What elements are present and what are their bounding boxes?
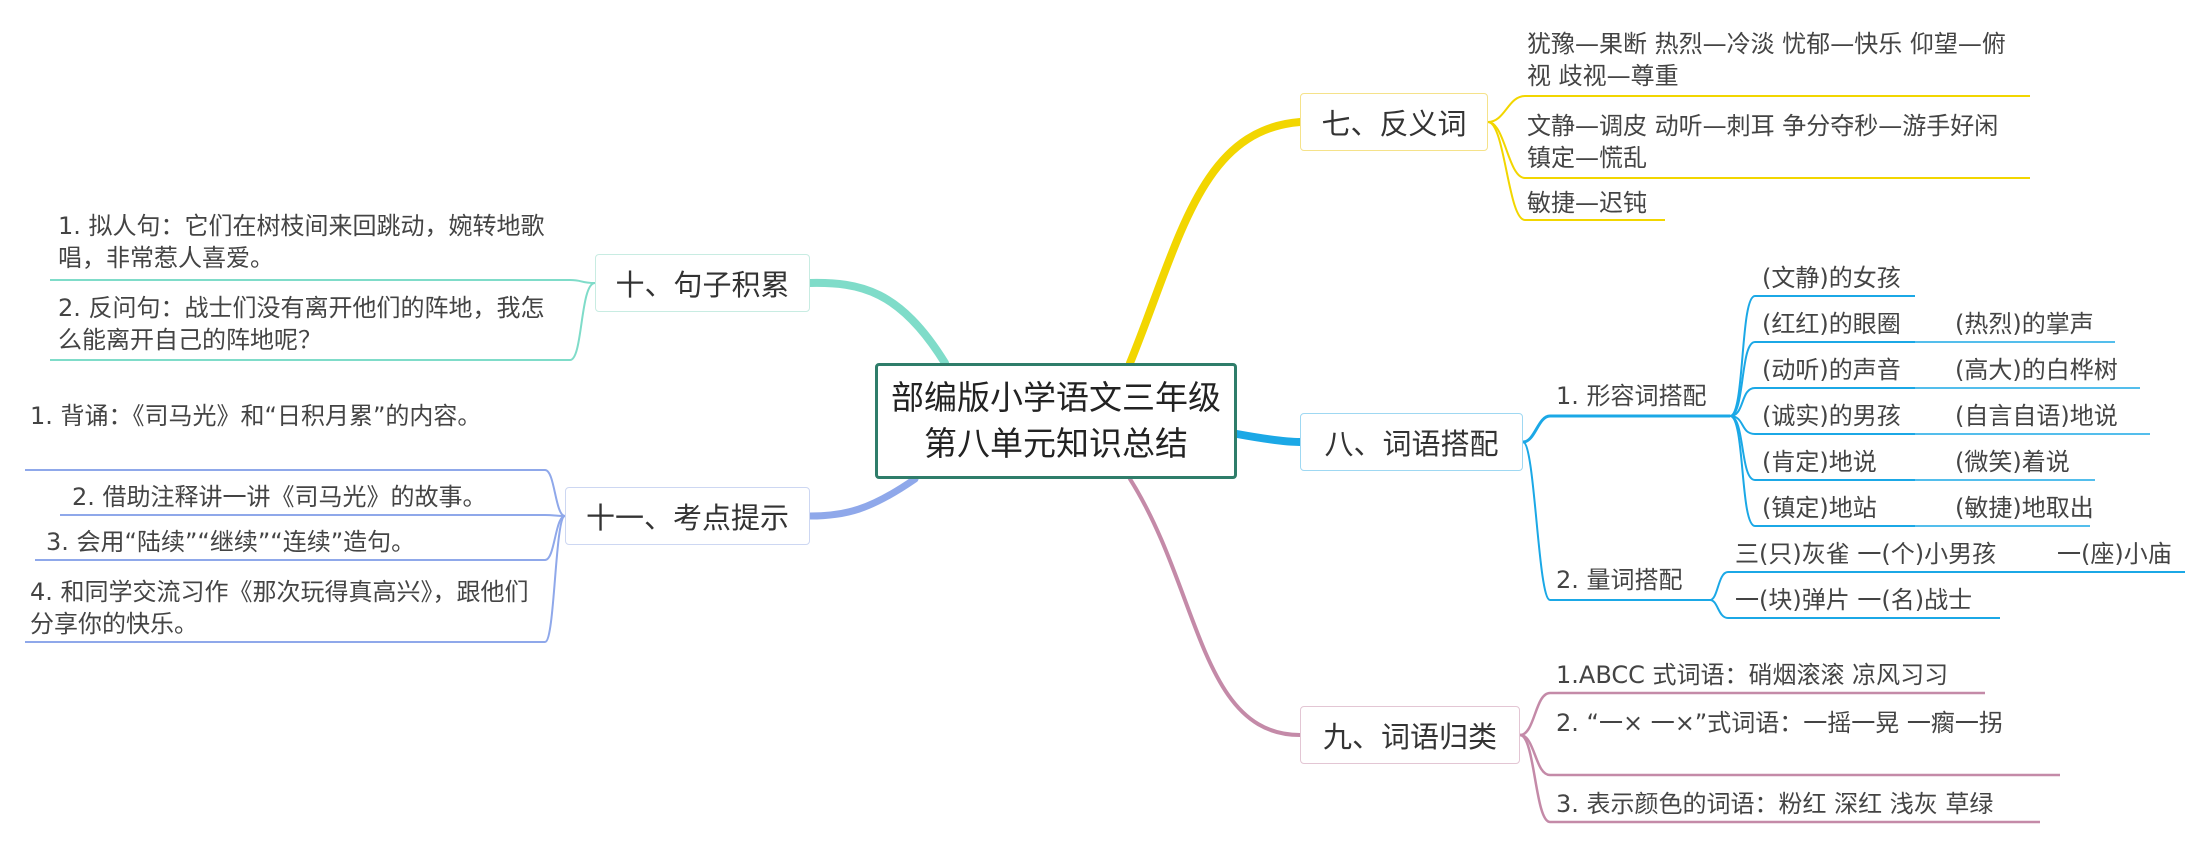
central-topic[interactable]: 部编版小学语文三年级 第八单元知识总结 — [875, 363, 1237, 479]
classification-item-2: 2. “一× 一×”式词语：一摇一晃 一瘸一拐 — [1556, 709, 2003, 737]
central-topic-line2: 第八单元知识总结 — [924, 424, 1188, 463]
adj-col1-item-6: (镇定)地站 — [1762, 494, 1877, 522]
sentence-item-1: 1. 拟人句：它们在树枝间来回跳动，婉转地歌唱，非常惹人喜爱。 — [58, 212, 545, 272]
adj-col1-item-3: (动听)的声音 — [1762, 356, 1901, 384]
sentence-item-2: 2. 反问句：战士们没有离开他们的阵地，我怎么能离开自己的阵地呢？ — [58, 294, 545, 354]
adj-col2-item-1: (热烈)的掌声 — [1955, 310, 2094, 338]
branch-antonyms[interactable]: 七、反义词 — [1300, 93, 1488, 151]
branch-word-classification[interactable]: 九、词语归类 — [1300, 706, 1520, 764]
exam-tip-3: 3. 会用“陆续”“继续”“连续”造句。 — [46, 528, 416, 556]
branch-word-pairing[interactable]: 八、词语搭配 — [1300, 413, 1523, 471]
adj-col2-item-2: (高大)的白桦树 — [1955, 356, 2118, 384]
measure-word-item-3: 一(块)弹片 一(名)战士 — [1735, 586, 1973, 614]
classification-item-1: 1.ABCC 式词语：硝烟滚滚 凉风习习 — [1556, 661, 1949, 689]
antonyms-item-3: 敏捷—迟钝 — [1527, 189, 1647, 217]
branch-exam-tips[interactable]: 十一、考点提示 — [565, 487, 810, 545]
antonyms-item-2: 文静—调皮 动听—刺耳 争分夺秒—游手好闲 镇定—慌乱 — [1527, 112, 1999, 172]
adj-col2-item-3: (自言自语)地说 — [1955, 402, 2118, 430]
link-center-b7 — [1126, 118, 1304, 367]
adj-col1-item-5: (肯定)地说 — [1762, 448, 1877, 476]
measure-word-item-1: 三(只)灰雀 一(个)小男孩 — [1735, 540, 1997, 568]
classification-item-3: 3. 表示颜色的词语：粉红 深红 浅灰 草绿 — [1556, 790, 1994, 818]
exam-tip-2: 2. 借助注释讲一讲《司马光》的故事。 — [72, 483, 487, 511]
branch-sentence-collection[interactable]: 十、句子积累 — [595, 254, 810, 312]
link-center-b11 — [806, 475, 919, 520]
adj-col2-item-4: (微笑)着说 — [1955, 448, 2070, 476]
antonyms-item-1: 犹豫—果断 热烈—冷淡 忧郁—快乐 仰望—俯视 歧视—尊重 — [1527, 30, 2006, 90]
link-center-b8 — [1233, 430, 1304, 446]
adj-col1-item-2: (红红)的眼圈 — [1762, 310, 1901, 338]
adj-col1-item-4: (诚实)的男孩 — [1762, 402, 1901, 430]
link-center-b9 — [1128, 477, 1302, 737]
adjective-pairing-title[interactable]: 1. 形容词搭配 — [1556, 382, 1707, 410]
exam-tip-4: 4. 和同学交流习作《那次玩得真高兴》，跟他们分享你的快乐。 — [30, 578, 529, 638]
measure-word-item-2: 一(座)小庙 — [2057, 540, 2172, 568]
adj-col1-item-1: (文静)的女孩 — [1762, 264, 1901, 292]
central-topic-line1: 部编版小学语文三年级 — [891, 378, 1221, 417]
exam-tip-1: 1. 背诵：《司马光》和“日积月累”的内容。 — [30, 402, 482, 430]
link-center-b10 — [806, 278, 949, 367]
measure-word-title[interactable]: 2. 量词搭配 — [1556, 566, 1683, 594]
adj-col2-item-5: (敏捷)地取出 — [1955, 494, 2094, 522]
